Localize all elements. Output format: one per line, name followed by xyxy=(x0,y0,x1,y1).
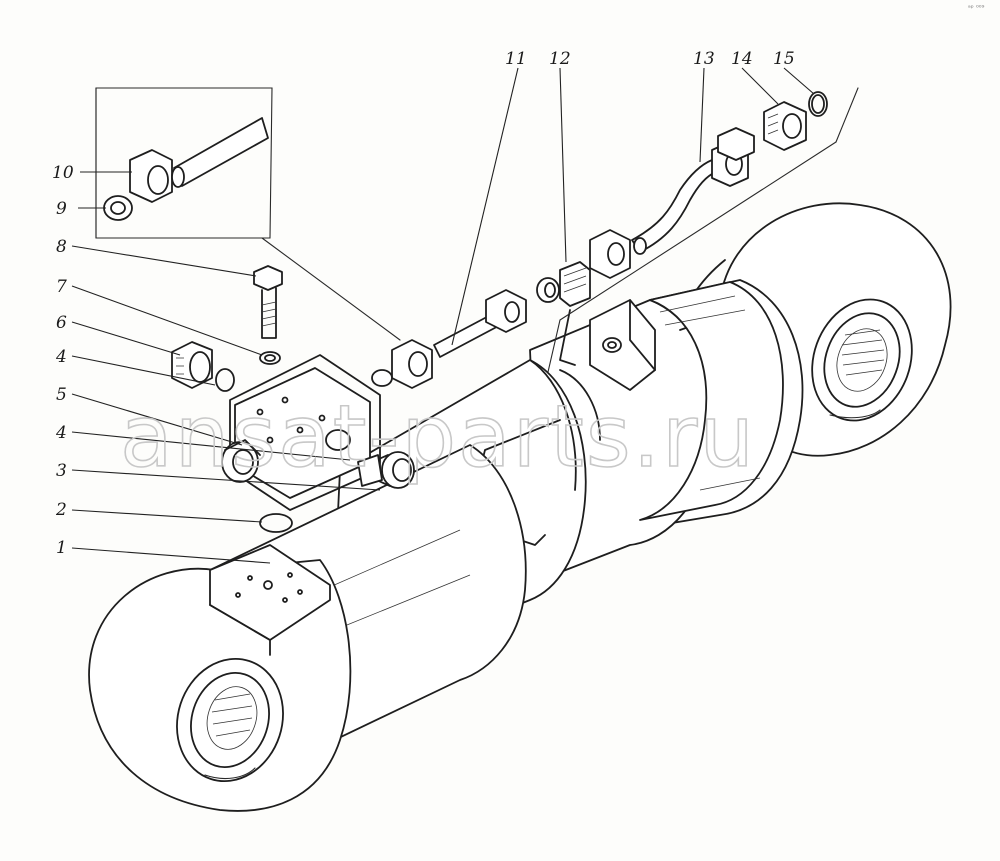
leader-lines xyxy=(71,67,815,564)
callout-11: 11 xyxy=(505,49,527,69)
elbow-fitting xyxy=(371,339,433,389)
callout-9: 9 xyxy=(56,199,67,219)
callout-6: 6 xyxy=(56,313,67,333)
rear-port-block xyxy=(559,299,656,391)
leader-11 xyxy=(451,67,519,346)
callout-15: 15 xyxy=(773,49,795,69)
ferrule-9 xyxy=(103,195,133,221)
corner-mark: ᵃᵖ ⁰⁰⁹ xyxy=(968,4,985,12)
nut-10 xyxy=(129,149,173,203)
callout-labels: 1 2 3 4 5 4 6 7 8 9 10 11 12 13 14 15 xyxy=(52,49,795,558)
o-ring-2 xyxy=(259,513,293,533)
leader-8 xyxy=(71,245,257,277)
callout-4a: 4 xyxy=(55,347,67,367)
leader-5 xyxy=(71,393,243,446)
bolt-8 xyxy=(253,265,283,339)
leader-6 xyxy=(71,321,181,356)
watermark: ansat-parts.ru xyxy=(120,387,756,487)
pipe-assembly xyxy=(371,87,859,389)
callout-13: 13 xyxy=(693,49,715,69)
callout-10: 10 xyxy=(52,163,74,183)
callout-14: 14 xyxy=(731,49,753,69)
leader-1 xyxy=(71,547,271,564)
fitting-3 xyxy=(357,451,415,489)
o-ring-15 xyxy=(808,91,828,117)
base-eye xyxy=(88,544,352,812)
cylinder-tube xyxy=(209,279,804,791)
inset-detail xyxy=(95,87,401,341)
callout-2: 2 xyxy=(55,500,67,520)
washer-7 xyxy=(259,351,281,365)
callout-8: 8 xyxy=(56,237,67,257)
cylinder-assembly xyxy=(88,202,952,812)
leader-14 xyxy=(741,67,779,105)
leader-15 xyxy=(783,67,815,95)
tube-end xyxy=(171,117,269,188)
leader-4b xyxy=(71,431,351,461)
leader-2 xyxy=(71,509,263,523)
callout-12: 12 xyxy=(549,49,571,69)
pipe-13 xyxy=(631,127,755,255)
plug-6 xyxy=(171,341,235,392)
callout-1: 1 xyxy=(56,538,67,558)
leader-3 xyxy=(71,469,381,491)
pipe-11 xyxy=(433,289,527,358)
callout-5: 5 xyxy=(56,385,67,405)
leader-4a xyxy=(71,355,216,386)
callout-3: 3 xyxy=(56,461,67,481)
leader-7 xyxy=(71,285,263,356)
callout-7: 7 xyxy=(56,277,67,297)
leader-13 xyxy=(699,67,705,163)
fitting-14 xyxy=(763,101,807,151)
adapter-12 xyxy=(536,229,631,307)
callout-4b: 4 xyxy=(55,423,67,443)
leader-12 xyxy=(559,67,567,263)
